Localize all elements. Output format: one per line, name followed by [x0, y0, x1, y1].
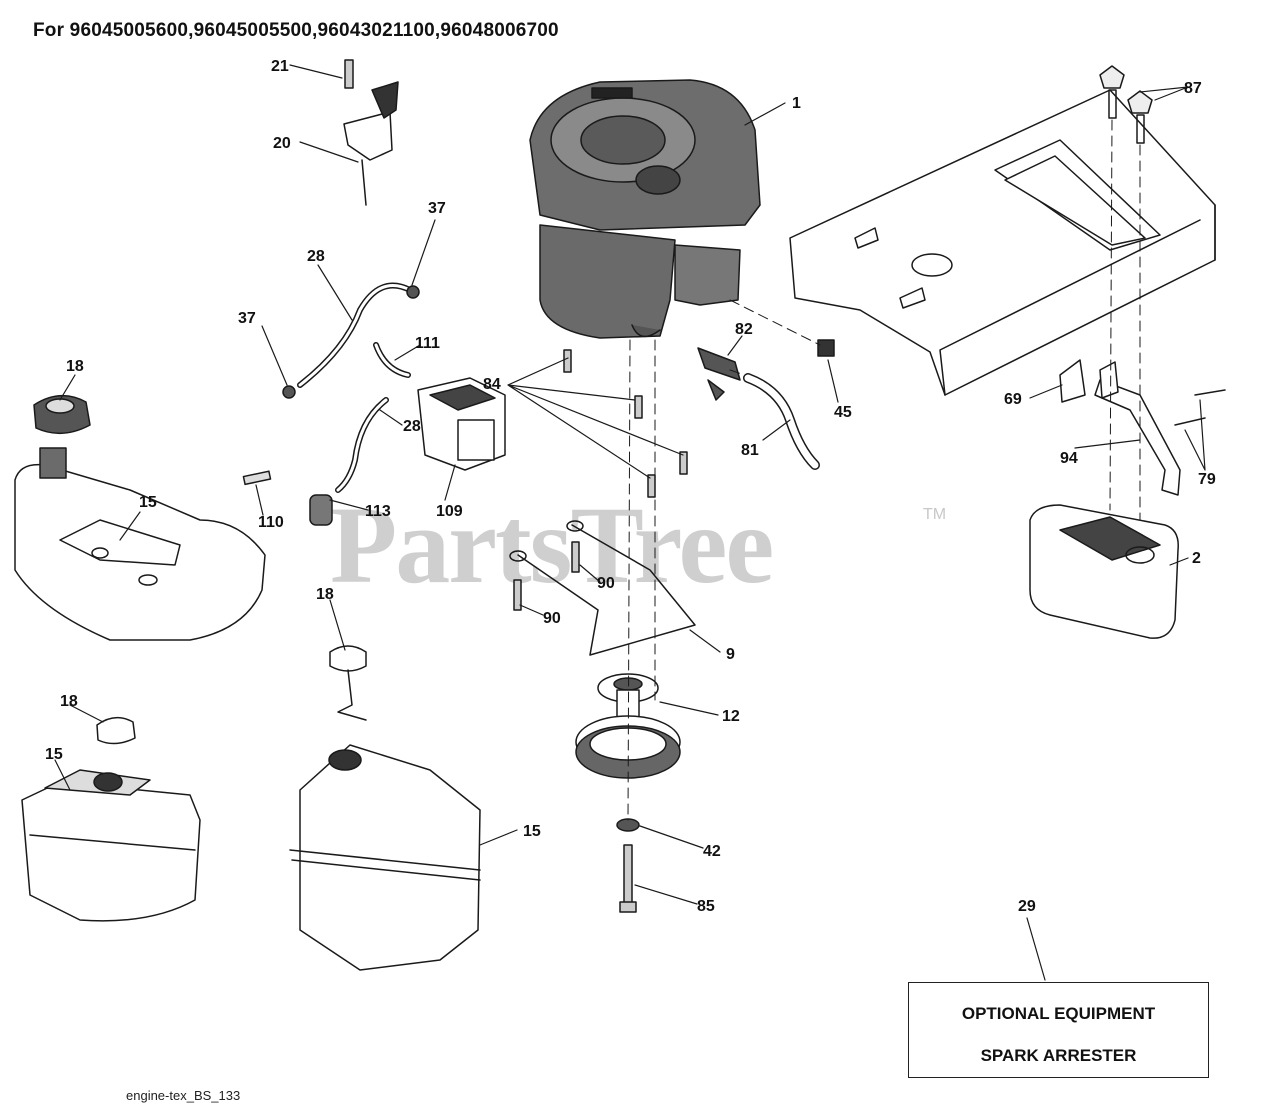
- fuel-pump-part: [417, 377, 506, 471]
- fuel-line-lower-part: [335, 397, 389, 493]
- callout-18b: 18: [316, 586, 334, 603]
- callout-28b: 28: [403, 418, 421, 435]
- pulley-part: [575, 673, 681, 779]
- callout-28a: 28: [307, 248, 325, 265]
- connector-110-part: [242, 470, 272, 486]
- callout-37b: 37: [238, 310, 256, 327]
- callout-12: 12: [722, 708, 740, 725]
- fuel-tank-b-part: [21, 769, 201, 922]
- callout-37a: 37: [428, 200, 446, 217]
- callout-45: 45: [834, 404, 852, 421]
- callout-87: 87: [1184, 80, 1202, 97]
- callout-21: 21: [271, 58, 289, 75]
- screws-84-part: [563, 349, 688, 498]
- callout-90b: 90: [543, 610, 561, 627]
- callout-109: 109: [436, 503, 463, 520]
- callout-42: 42: [703, 843, 721, 860]
- callout-81: 81: [741, 442, 759, 459]
- optional-equipment-label: OPTIONAL EQUIPMENT: [961, 1004, 1156, 1023]
- watermark: PartsTree: [330, 484, 774, 606]
- belt-guide-part: [509, 520, 696, 656]
- fuel-cap-a-part: [33, 395, 91, 434]
- hose-111-part: [373, 342, 411, 378]
- callout-110: 110: [258, 514, 284, 531]
- callout-18c: 18: [60, 693, 78, 710]
- spark-arrester-label: SPARK ARRESTER: [980, 1046, 1137, 1065]
- filter-113-part: [309, 494, 333, 526]
- fuel-cap-c-part: [329, 645, 367, 721]
- optional-equipment-box: OPTIONAL EQUIPMENT SPARK ARRESTER: [908, 982, 1209, 1078]
- bolt-87-part: [1099, 65, 1153, 144]
- callout-113: 113: [365, 503, 391, 520]
- callout-15c: 15: [523, 823, 541, 840]
- washer-42-part: [616, 818, 640, 832]
- callout-69: 69: [1004, 391, 1022, 408]
- muffler-part: [1029, 359, 1226, 639]
- leader-lines: [54, 64, 1206, 981]
- fuel-tank-c-part: [289, 744, 481, 971]
- callout-84: 84: [483, 376, 501, 393]
- callout-79: 79: [1198, 471, 1216, 488]
- callout-111: 111: [415, 335, 440, 352]
- callout-82: 82: [735, 321, 753, 338]
- callout-29: 29: [1018, 898, 1036, 915]
- trademark: TM: [923, 506, 947, 523]
- model-numbers-header: For 96045005600,96045005500,96043021100,…: [33, 20, 559, 41]
- fitting-82-part: [697, 347, 741, 401]
- frame-part: [789, 89, 1216, 396]
- callout-15a: 15: [139, 494, 157, 511]
- callout-2: 2: [1192, 550, 1201, 567]
- callout-18a: 18: [66, 358, 84, 375]
- callout-94: 94: [1060, 450, 1078, 467]
- engine-part: [529, 79, 761, 339]
- nut-45-part: [817, 339, 835, 357]
- throttle-bracket-part: [343, 59, 399, 206]
- bolt-85-part: [619, 844, 637, 913]
- callout-labels: 1 2 9 12 15 15 15 18 18 18 20 21 28 28 2…: [45, 58, 1216, 915]
- fuel-cap-b-part: [96, 716, 136, 745]
- callout-15b: 15: [45, 746, 63, 763]
- callout-1: 1: [792, 95, 801, 112]
- callout-85: 85: [697, 898, 715, 915]
- callout-90a: 90: [597, 575, 615, 592]
- alignment-lines: [627, 119, 1141, 821]
- diagram-id-footer: engine-tex_BS_133: [126, 1088, 241, 1103]
- fuel-line-upper-part: [282, 282, 420, 399]
- fuel-tank-a-part: [14, 447, 266, 641]
- callout-20: 20: [273, 135, 291, 152]
- callout-9: 9: [726, 646, 735, 663]
